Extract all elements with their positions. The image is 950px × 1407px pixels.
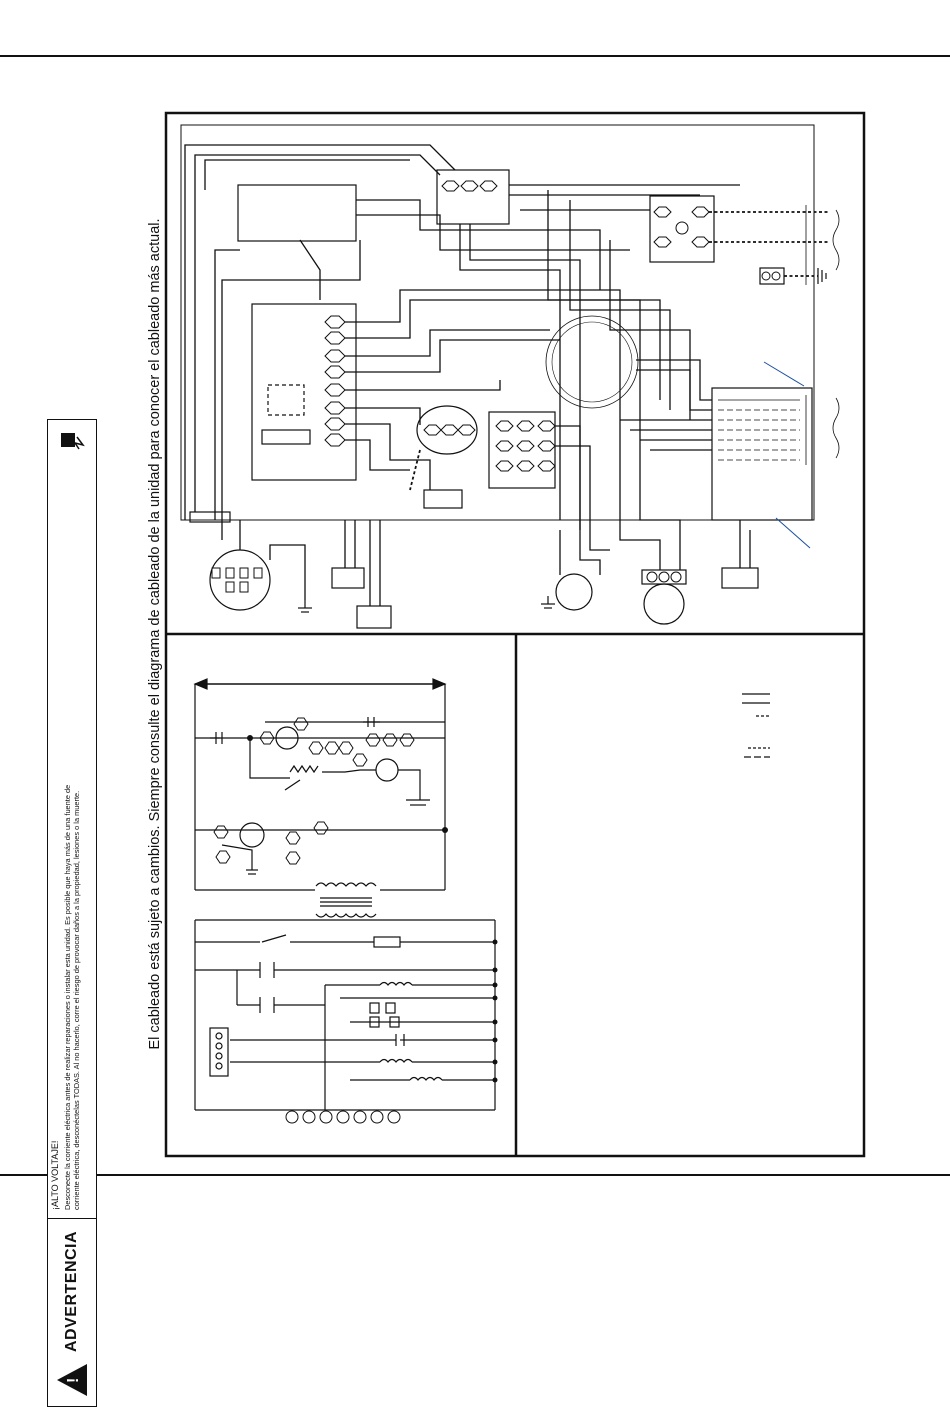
terminal-block-center: [423, 420, 556, 472]
ladder-diagram: [193, 678, 498, 1124]
connection-diagram: [180, 124, 840, 629]
warning-title: ADVERTENCIA: [63, 1230, 80, 1352]
warning-header: ! ADVERTENCIA: [48, 1218, 96, 1406]
terminal-block-top: [441, 180, 710, 248]
terminal-block-left: [324, 315, 346, 447]
electric-shock-icon: [48, 420, 96, 461]
warning-triangle-icon: !: [57, 1364, 87, 1396]
warning-body: ¡ALTO VOLTAJE! Desconecte la corriente e…: [48, 461, 96, 1218]
top-rule: [0, 55, 950, 57]
warning-subtitle: ¡ALTO VOLTAJE!: [50, 1140, 60, 1210]
wiring-diagram: [164, 111, 866, 1158]
hand-shock-icon: [61, 433, 85, 450]
bottom-rule: [0, 1174, 950, 1176]
pointer-arrows: [763, 361, 811, 549]
line-legend: [742, 693, 770, 758]
warning-label: ! ADVERTENCIA ¡ALTO VOLTAJE! Desconecte …: [47, 419, 97, 1407]
warning-text-line-2: corriente eléctrica, desconéctelas TODAS…: [72, 790, 81, 1210]
wiring-change-note: El cableado está sujeto a cambios. Siemp…: [147, 218, 163, 1050]
warning-text-line-1: Desconecte la corriente eléctrica antes …: [62, 784, 72, 1210]
